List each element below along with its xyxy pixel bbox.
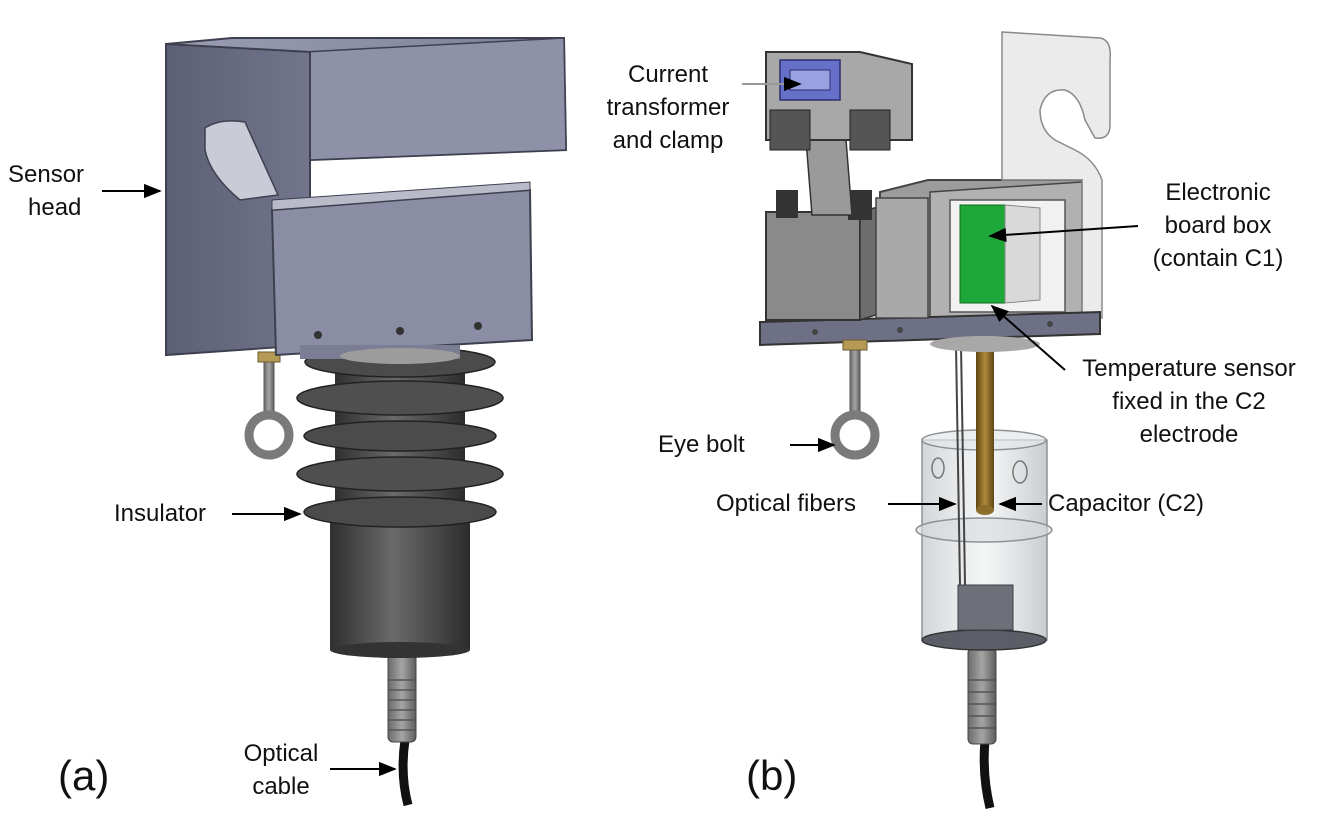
optical-cable — [398, 739, 413, 807]
label-electronic-board-line2: board box — [1164, 212, 1272, 239]
cable-gland — [387, 645, 417, 743]
label-current-transformer-line3: and clamp — [612, 127, 724, 154]
panel-b-drawing — [759, 31, 1112, 810]
callout-arrows — [102, 76, 1139, 777]
label-temperature-sensor: Temperature sensor fixed in the C2 elect… — [1066, 352, 1312, 451]
label-electronic-board-line1: Electronic — [1165, 179, 1271, 206]
label-sensor-head-line2: head — [28, 194, 82, 221]
label-insulator: Insulator — [114, 500, 207, 527]
insulator-sheds — [296, 346, 504, 528]
eye-bolt-b — [830, 339, 880, 460]
capacitor-electrode — [976, 340, 994, 510]
label-electronic-board: Electronic board box (contain C1) — [1138, 176, 1298, 275]
label-optical-fibers: Optical fibers — [716, 490, 857, 517]
panel-a-drawing — [165, 37, 568, 807]
label-optical-cable-line1: Optical — [243, 740, 319, 767]
label-sensor-head: Sensor head — [8, 158, 84, 224]
panel-b-tag: (b) — [746, 752, 798, 799]
electronic-board — [959, 204, 1006, 304]
label-sensor-head-line1: Sensor — [8, 161, 85, 188]
label-temperature-sensor-line3: electrode — [1139, 421, 1239, 448]
label-optical-cable: Optical cable — [236, 737, 326, 803]
optical-cable-b — [979, 739, 995, 810]
label-electronic-board-line3: (contain C1) — [1152, 245, 1284, 272]
panel-a-tag: (a) — [58, 752, 110, 799]
eye-bolt-a — [244, 351, 294, 460]
label-current-transformer-line1: Current — [627, 61, 709, 88]
label-temperature-sensor-line1: Temperature sensor — [1082, 355, 1296, 382]
hook-plate — [1001, 31, 1112, 319]
label-current-transformer-line2: transformer — [606, 94, 730, 121]
clamp-block — [765, 211, 861, 321]
label-current-transformer: Current transformer and clamp — [598, 58, 738, 157]
label-temperature-sensor-line2: fixed in the C2 — [1112, 388, 1266, 415]
label-optical-cable-line2: cable — [252, 773, 310, 800]
label-eye-bolt: Eye bolt — [658, 431, 745, 458]
arrow-electronic-board — [988, 225, 1139, 243]
arrow-temperature-sensor — [990, 304, 1066, 371]
label-capacitor: Capacitor (C2) — [1048, 490, 1205, 517]
insulator-base — [330, 510, 470, 650]
